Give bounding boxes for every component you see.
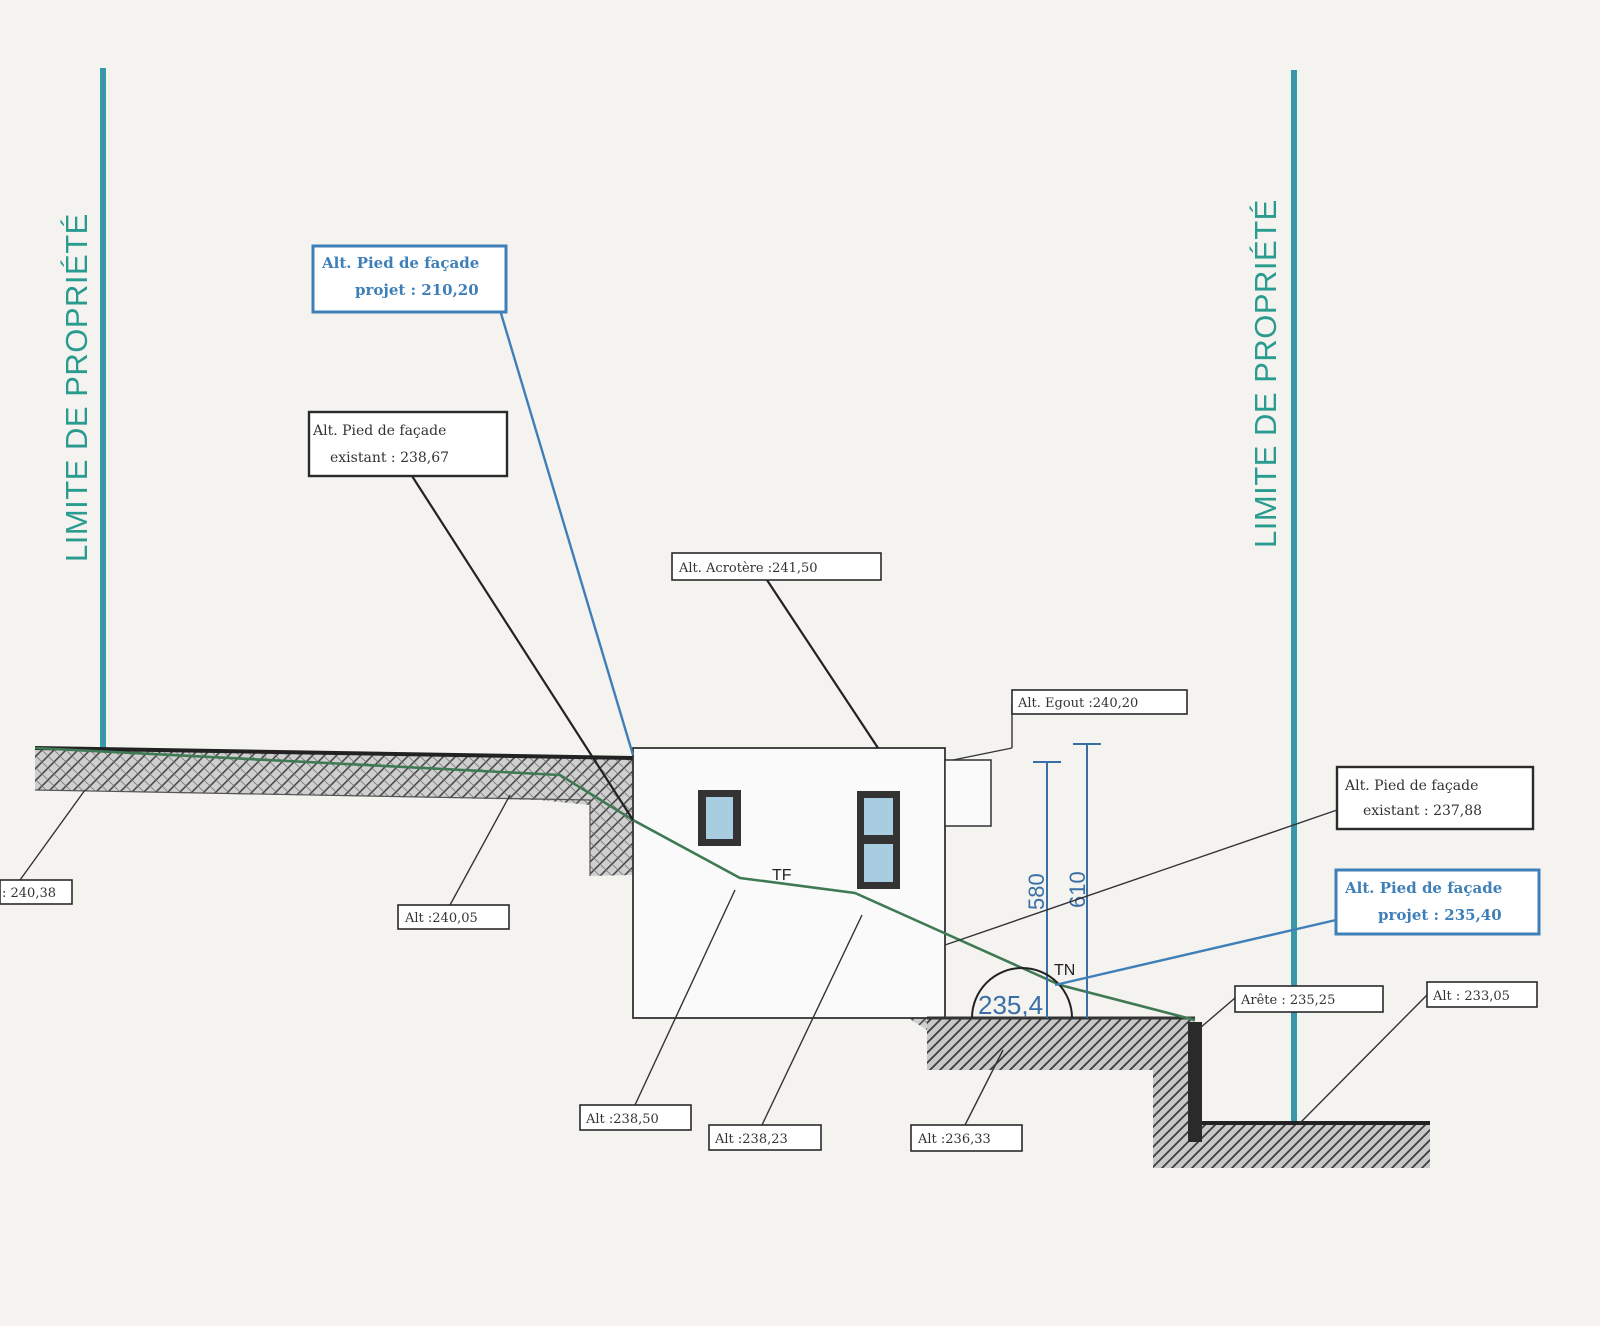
label-acrotere: Alt. Acrotère :241,50 [671,552,882,581]
level-circle-value: 235,4 [978,990,1043,1020]
leader-alt-far-left [19,789,86,881]
leader-alt-4 [761,914,863,1126]
label-facade-project-right: Alt. Pied de façade projet : 235,40 [1334,868,1541,936]
leader-facade-project-top [498,309,635,756]
label-facade-project-top-line1: Alt. Pied de façade [321,254,479,272]
dimension-580-label: 580 [1024,873,1049,910]
tn-marker: TN [1054,962,1075,979]
label-alt-far-right: Alt : 233,05 [1426,981,1538,1008]
tf-marker: TF [772,867,792,884]
label-facade-project-top-line2: projet : 210,20 [355,281,479,299]
label-alt-5-text: Alt :236,33 [917,1132,991,1147]
label-alt-2-text: Alt :240,05 [404,911,478,926]
label-alt-3: Alt :238,50 [579,1104,692,1131]
label-facade-existing-top-line2: existant : 238,67 [330,450,449,466]
label-facade-project-right-line1: Alt. Pied de façade [1344,879,1502,897]
label-arete: Arête : 235,25 [1234,985,1384,1013]
label-facade-project-right-line2: projet : 235,40 [1378,906,1502,924]
leader-alt-far-right [1299,994,1428,1124]
window-right [857,791,900,889]
level-circle-marker: 235,4 [971,967,1073,1020]
label-alt-2: Alt :240,05 [397,904,510,930]
leader-egout-b [952,747,1013,761]
dimension-610 [1073,743,1101,1018]
label-facade-existing-right: Alt. Pied de façade existant : 237,88 [1335,765,1535,831]
property-limit-left-label: LIMITE DE PROPRIÉTÉ [59,213,94,562]
label-facade-existing-top-line1: Alt. Pied de façade [312,423,446,439]
label-facade-existing-top: Alt. Pied de façade existant : 238,67 [307,410,509,478]
label-alt-4: Alt :238,23 [708,1124,822,1151]
label-facade-existing-right-line2: existant : 237,88 [1363,803,1482,819]
label-alt-5: Alt :236,33 [910,1124,1023,1152]
leader-arete [1199,997,1236,1029]
window-left [698,790,741,846]
label-egout: Alt. Egout :240,20 [1011,689,1188,715]
leader-alt-2 [449,794,511,906]
label-arete-text: Arête : 235,25 [1240,993,1335,1008]
label-acrotere-text: Alt. Acrotère :241,50 [678,561,818,576]
leader-alt-5 [964,1049,1004,1126]
label-alt-far-left: : 240,38 [0,879,73,905]
leader-facade-existing-right [944,809,1338,946]
label-facade-project-top: Alt. Pied de façade projet : 210,20 [311,244,508,314]
label-alt-far-left-text: : 240,38 [2,886,56,901]
label-alt-4-text: Alt :238,23 [714,1132,788,1147]
leader-alt-3 [634,889,736,1106]
leader-facade-project-right [1054,918,1337,987]
label-alt-3-text: Alt :238,50 [585,1112,659,1127]
label-egout-text: Alt. Egout :240,20 [1017,696,1138,711]
label-alt-far-right-text: Alt : 233,05 [1432,989,1510,1004]
leader-acrotere [762,573,879,749]
house-section [632,747,992,1019]
leader-facade-existing-top [411,475,634,821]
property-limit-right-label: LIMITE DE PROPRIÉTÉ [1248,199,1283,548]
label-facade-existing-right-line1: Alt. Pied de façade [1344,778,1478,794]
